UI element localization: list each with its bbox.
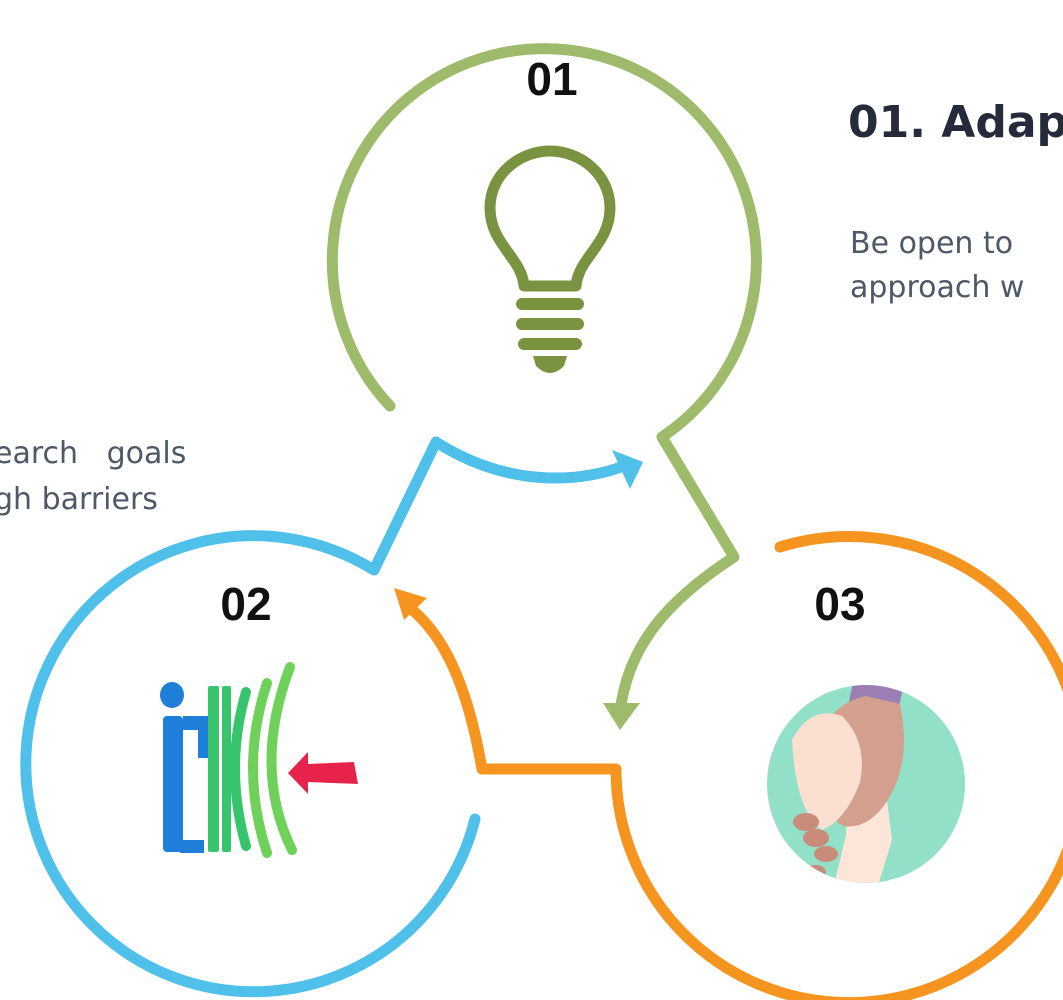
- arrowhead-03: [394, 588, 427, 620]
- step-02-ring: [20, 530, 481, 998]
- step-01-description-line-2: approach w: [850, 270, 1025, 305]
- step-03-number: 03: [814, 578, 865, 630]
- step-01-number: 01: [526, 53, 577, 105]
- helping-hand-icon: [767, 685, 965, 883]
- lightbulb-icon: [484, 145, 616, 373]
- step-01-description: Be open to approach w: [850, 222, 1024, 310]
- step-02-number: 02: [220, 578, 271, 630]
- connector-02-to-01: [369, 436, 643, 573]
- step-01-title: 01. Adap: [848, 97, 1063, 148]
- step-03-ring: [610, 531, 1063, 1000]
- step-02-description-line-2: gh barriers: [0, 482, 158, 517]
- step-01-description-line-1: Be open to: [850, 226, 1014, 261]
- person-pushing-barrier-icon: [160, 662, 358, 858]
- arrowhead-01: [603, 703, 640, 730]
- step-02-description-line-1: earch goals: [0, 436, 187, 471]
- step-01-ring: [326, 43, 762, 443]
- step-02-description: earch goals gh barriers: [0, 431, 186, 523]
- connector-03-to-02: [394, 588, 616, 775]
- arrowhead-02: [612, 450, 643, 489]
- connector-01-to-03: [603, 434, 740, 730]
